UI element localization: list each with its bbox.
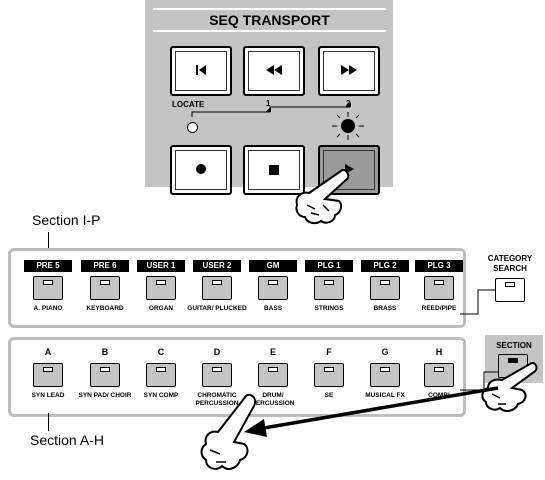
section-ip-category-led: [43, 280, 53, 285]
section-ip-header: GM: [249, 260, 297, 272]
section-ip-category-led: [380, 280, 390, 285]
fast-forward-button[interactable]: [318, 46, 380, 96]
category-search-button[interactable]: [495, 278, 525, 302]
section-ah-category-button[interactable]: [258, 363, 288, 387]
section-ip-header: PRE 5: [24, 260, 72, 272]
category-search-connector: [460, 289, 495, 315]
section-ah-category-name: DRUM/ PERCUSSION: [251, 392, 295, 407]
section-ip-category-led: [100, 280, 110, 285]
section-ah-header: G: [381, 347, 389, 357]
locate-connector-lines: [191, 102, 364, 140]
locate-marker-2: 2: [346, 99, 351, 108]
record-button[interactable]: [170, 145, 232, 195]
fast-forward-icon: [340, 64, 358, 78]
section-ah-category-name: SE: [324, 392, 334, 399]
rewind-icon: [265, 64, 283, 78]
section-ip-header: PLG 3: [415, 260, 463, 272]
section-ah-category-button[interactable]: [202, 363, 232, 387]
section-button-label: SECTION: [496, 341, 532, 350]
section-ah-category-name: SYN COMP: [143, 392, 179, 399]
section-ah-header: A: [44, 347, 52, 357]
section-ip-category-name: REED/PIPE: [421, 305, 457, 312]
section-ah-category-led: [324, 367, 334, 372]
section-ah-category-led: [268, 367, 278, 372]
section-ip-category-button[interactable]: [370, 276, 400, 300]
section-ah-header: C: [157, 347, 165, 357]
section-ah-category-led: [100, 367, 110, 372]
stop-button[interactable]: [243, 145, 305, 195]
section-ah-header: D: [213, 347, 221, 357]
section-ip-category-name: KEYBOARD: [86, 305, 124, 312]
locate-1-led: [187, 122, 198, 133]
section-ah-category-name: CHROMATIC PERCUSSION: [195, 392, 239, 407]
category-search-label-line2: SEARCH: [493, 264, 527, 273]
section-ip-leader-line: [48, 232, 49, 250]
section-ip-category-led: [268, 280, 278, 285]
section-ah-category-button[interactable]: [424, 363, 454, 387]
rewind-to-start-button[interactable]: [170, 46, 232, 96]
section-connector: [460, 371, 498, 391]
section-ah-category-led: [43, 367, 53, 372]
section-ip-panel: [8, 248, 466, 328]
seq-transport-title: SEQ TRANSPORT: [153, 8, 386, 32]
section-ip-category-led: [324, 280, 334, 285]
section-ah-header: B: [101, 347, 109, 357]
locate-2-led-lit: [341, 119, 355, 133]
section-led-lit: [508, 358, 518, 363]
section-arrow: [244, 386, 499, 437]
section-ah-label: Section A-H: [30, 432, 104, 448]
section-ah-category-button[interactable]: [146, 363, 176, 387]
section-ah-leader-line: [48, 413, 49, 431]
category-search-label-line1: CATEGORY: [487, 254, 533, 263]
section-ip-category-led: [156, 280, 166, 285]
section-ip-category-button[interactable]: [146, 276, 176, 300]
section-ip-category-name: A. PIANO: [33, 305, 63, 312]
section-ip-header: USER 2: [193, 260, 241, 272]
section-ip-header: PLG 1: [305, 260, 353, 272]
section-ip-category-name: ORGAN: [148, 305, 174, 312]
section-ip-category-name: GUITAR/ PLUCKED: [187, 305, 247, 312]
section-ah-header: H: [435, 347, 443, 357]
section-ah-category-button[interactable]: [33, 363, 63, 387]
section-ip-category-button[interactable]: [424, 276, 454, 300]
section-ah-category-name: SYN LEAD: [31, 392, 65, 399]
section-ip-header: PLG 2: [361, 260, 409, 272]
locate-label: LOCATE: [172, 100, 205, 109]
section-ip-category-button[interactable]: [202, 276, 232, 300]
pointing-hand-icon: [200, 393, 256, 470]
category-search-label: CATEGORY SEARCH: [480, 254, 540, 274]
section-ah-category-led: [156, 367, 166, 372]
rewind-button[interactable]: [243, 46, 305, 96]
section-ip-category-led: [212, 280, 222, 285]
section-ip-category-name: STRINGS: [314, 305, 344, 312]
section-ah-category-button[interactable]: [314, 363, 344, 387]
section-ip-header: USER 1: [137, 260, 185, 272]
section-ip-category-button[interactable]: [258, 276, 288, 300]
section-ip-category-name: BASS: [263, 305, 283, 312]
category-search-led: [505, 282, 515, 287]
section-ah-category-name: MUSICAL FX: [365, 392, 405, 399]
locate-marker-1: 1: [266, 99, 271, 108]
section-ip-category-led: [434, 280, 444, 285]
section-ip-header: PRE 6: [81, 260, 129, 272]
section-ip-category-name: BRASS: [373, 305, 397, 312]
section-ah-category-name: SYN PAD/ CHOIR: [78, 392, 132, 399]
section-ah-category-led: [434, 367, 444, 372]
section-ah-header: E: [269, 347, 276, 357]
section-ah-category-name: COMBI: [428, 392, 450, 399]
section-ip-category-button[interactable]: [314, 276, 344, 300]
section-ip-category-button[interactable]: [33, 276, 63, 300]
section-ah-category-led: [212, 367, 222, 372]
section-ah-category-led: [380, 367, 390, 372]
section-ah-category-button[interactable]: [90, 363, 120, 387]
skip-back-icon: [194, 64, 208, 78]
section-ip-label: Section I-P: [32, 212, 101, 228]
stop-icon: [269, 163, 279, 177]
pointing-hand-icon: [295, 169, 350, 225]
section-ip-category-button[interactable]: [90, 276, 120, 300]
record-icon: [195, 163, 207, 177]
section-ah-header: F: [326, 347, 332, 357]
section-ah-category-button[interactable]: [370, 363, 400, 387]
